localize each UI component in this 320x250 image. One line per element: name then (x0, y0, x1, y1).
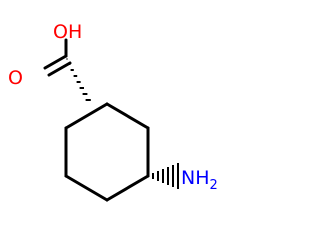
hydroxyl-label: OH (53, 21, 82, 43)
ring-bond-3 (105, 174, 150, 202)
ring-bond-1 (105, 102, 150, 130)
hashed-wedge-amine (152, 163, 179, 189)
hashed-wedge-carboxyl (66, 58, 91, 101)
amine-subscript: 2 (210, 178, 218, 193)
bonds (43, 38, 150, 202)
molecule-structure: OH O NH2 (8, 21, 218, 202)
carbonyl-bond-b (47, 61, 72, 77)
ring-bond-4 (64, 174, 109, 202)
carbonyl-bond-a (43, 54, 68, 70)
amine-label: NH2 (181, 167, 218, 193)
carbonyl-oxygen-label: O (8, 67, 23, 89)
amine-nh-text: NH (181, 167, 210, 189)
ring-bond-6 (64, 102, 109, 130)
structure-canvas: OH O NH2 (8, 21, 218, 202)
